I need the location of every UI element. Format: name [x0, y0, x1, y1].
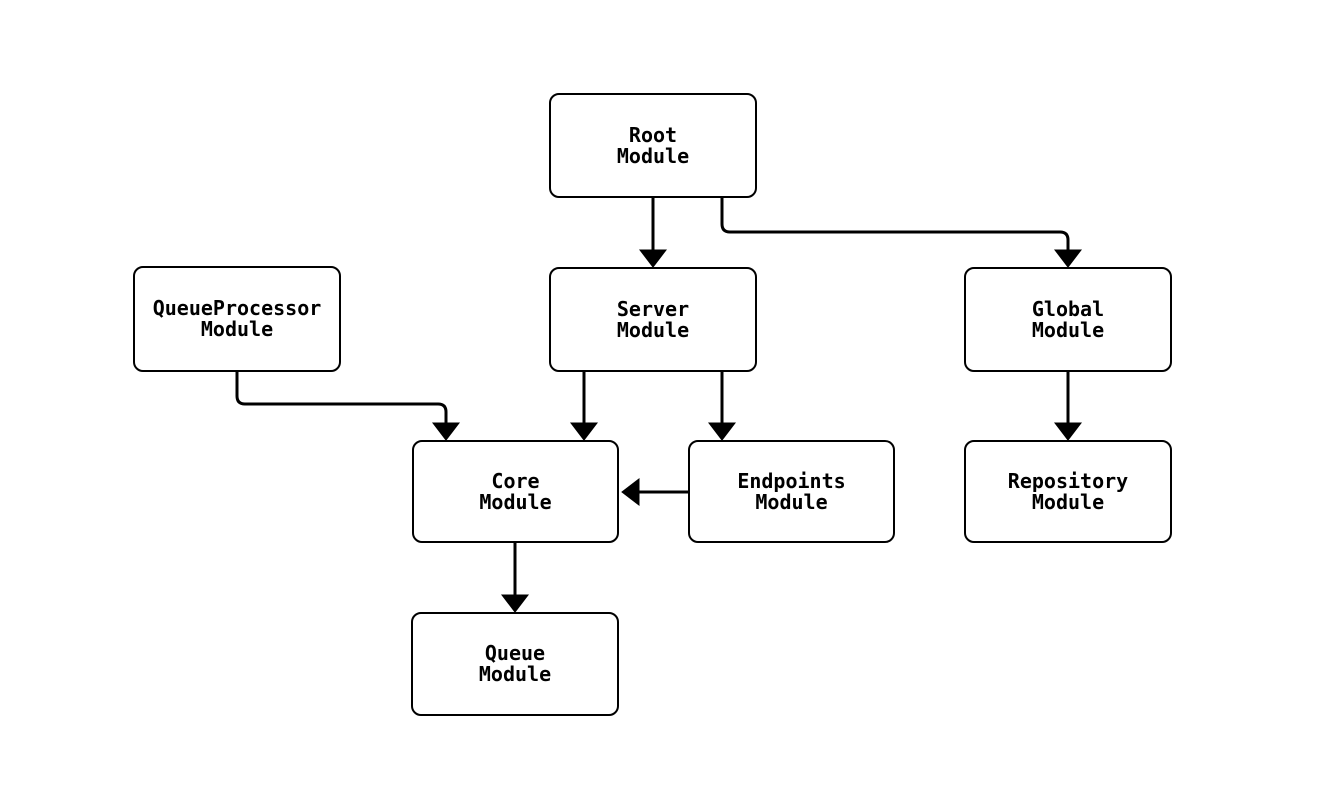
edge-queueprocessor-to-core-line	[235, 370, 448, 427]
node-server-module: Server Module	[549, 267, 757, 372]
edge-global-to-repository-arrowhead	[1053, 422, 1083, 441]
edge-core-to-queue-arrowhead	[500, 594, 530, 613]
node-root-module-label: Root Module	[616, 122, 690, 168]
node-global-module: Global Module	[964, 267, 1172, 372]
node-endpoints-module-label: Endpoints Module	[737, 468, 846, 514]
edge-queueprocessor-to-core-arrowhead	[431, 422, 461, 441]
edge-global-to-repository	[1053, 370, 1083, 441]
edge-server-to-endpoints	[707, 370, 737, 441]
node-repository-module-label: Repository Module	[1007, 468, 1129, 514]
edge-root-to-server-arrowhead	[638, 249, 668, 268]
edge-root-to-global	[720, 196, 1083, 268]
edge-root-to-global-line	[720, 196, 1070, 254]
edge-endpoints-to-core-arrowhead	[621, 477, 640, 507]
edge-server-to-core	[569, 370, 599, 441]
node-server-module-label: Server Module	[616, 296, 690, 342]
node-core-module: Core Module	[412, 440, 619, 543]
edge-root-to-server	[638, 196, 668, 268]
node-core-module-label: Core Module	[479, 468, 552, 514]
node-queueprocessor-module: QueueProcessor Module	[133, 266, 341, 372]
edge-server-to-endpoints-arrowhead	[707, 422, 737, 441]
edge-endpoints-to-core	[621, 477, 690, 507]
edge-core-to-queue	[500, 541, 530, 613]
node-endpoints-module: Endpoints Module	[688, 440, 895, 543]
edge-root-to-global-arrowhead	[1053, 249, 1083, 268]
node-root-module: Root Module	[549, 93, 757, 198]
edge-server-to-core-arrowhead	[569, 422, 599, 441]
node-queueprocessor-module-label: QueueProcessor Module	[152, 296, 322, 341]
node-queue-module-label: Queue Module	[478, 641, 552, 686]
node-queue-module: Queue Module	[411, 612, 619, 716]
edge-queueprocessor-to-core	[235, 370, 461, 441]
node-global-module-label: Global Module	[1031, 296, 1105, 342]
node-repository-module: Repository Module	[964, 440, 1172, 543]
